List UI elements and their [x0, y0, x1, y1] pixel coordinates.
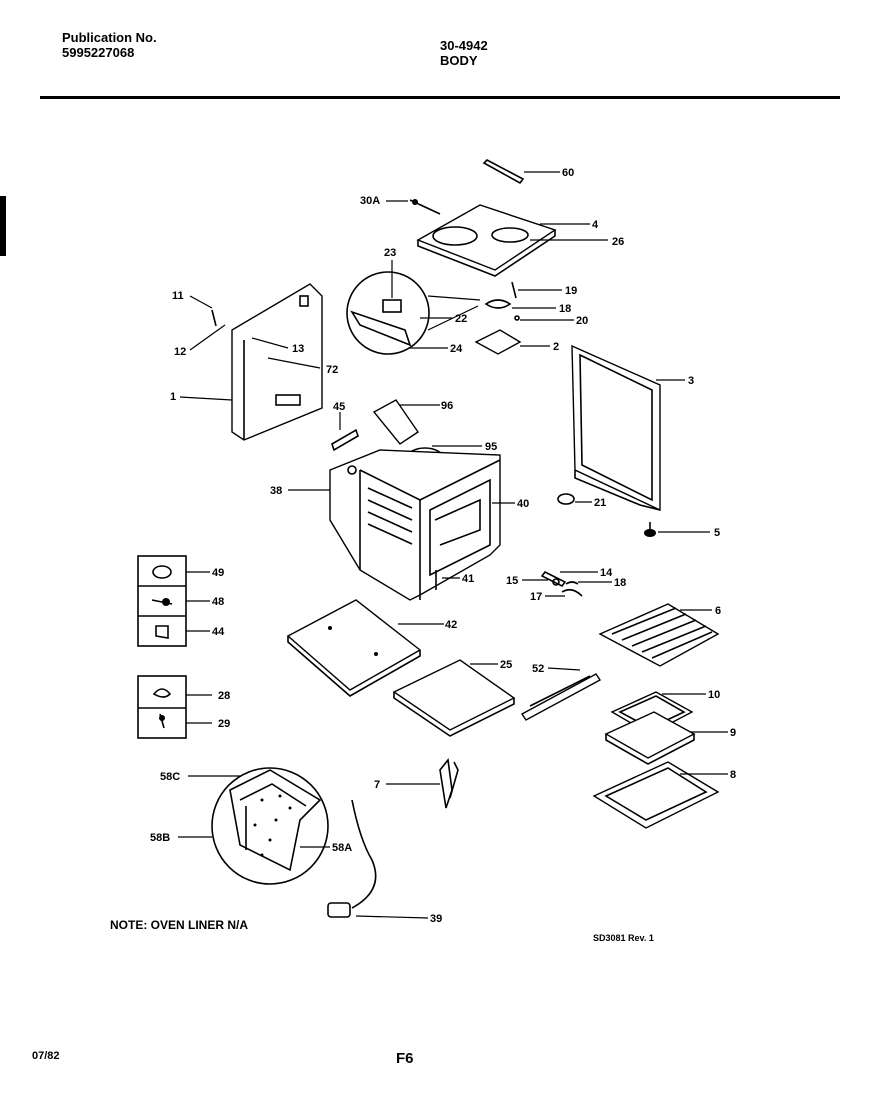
label-part-25: 25: [500, 659, 512, 671]
label-part-18: 18: [559, 303, 571, 315]
label-part-15: 15: [506, 575, 518, 587]
part-6-oven-rack-drawing: [598, 603, 720, 667]
label-part-52: 52: [532, 663, 544, 675]
section-title-block: 30-4942 BODY: [440, 38, 488, 68]
part-10-9-broiler-drawing: [604, 691, 728, 765]
label-part-3: 3: [688, 375, 694, 387]
label-part-60: 60: [562, 167, 574, 179]
label-part-6: 6: [715, 605, 721, 617]
hardware-box-28-29: [137, 675, 212, 739]
label-part-23: 23: [384, 247, 396, 259]
oven-liner-note: NOTE: OVEN LINER N/A: [110, 918, 249, 932]
label-part-29: 29: [218, 718, 230, 730]
label-part-20: 20: [576, 315, 588, 327]
footer-date: 07/82: [32, 1050, 60, 1062]
label-part-44: 44: [212, 626, 225, 638]
label-part-12: 12: [174, 346, 186, 358]
label-part-2: 2: [553, 341, 559, 353]
part-30A-drawing: [386, 199, 441, 215]
label-part-1: 1: [170, 391, 176, 403]
label-part-17: 17: [530, 591, 542, 603]
part-25-panel-drawing: [392, 659, 516, 737]
label-part-5: 5: [714, 527, 720, 539]
part-22-24-detail-drawing: [346, 260, 481, 355]
label-part-4: 4: [592, 219, 599, 231]
scan-edge-mark: [0, 196, 6, 256]
header-rule: [40, 96, 840, 99]
publication-block: Publication No. 5995227068: [62, 30, 157, 60]
label-part-95: 95: [485, 441, 497, 453]
label-part-19: 19: [565, 285, 577, 297]
label-part-58B: 58B: [150, 832, 170, 844]
label-part-8: 8: [730, 769, 736, 781]
part-1-back-panel-drawing: [179, 283, 323, 441]
label-part-22: 22: [455, 313, 467, 325]
section-code: 30-4942: [440, 38, 488, 53]
publication-label: Publication No.: [62, 30, 157, 45]
label-part-39: 39: [430, 913, 442, 925]
label-part-21: 21: [594, 497, 606, 509]
label-part-41: 41: [462, 573, 474, 585]
part-21-5-drawing: [557, 493, 710, 537]
drawing-reference: SD3081 Rev. 1: [593, 933, 654, 943]
label-part-49: 49: [212, 567, 224, 579]
part-60-drawing: [482, 159, 560, 185]
part-labels: 60 30A 4 26 23 19 18 20 22 24 2 11 12 13…: [150, 167, 736, 925]
label-part-40: 40: [517, 498, 529, 510]
label-part-11: 11: [172, 290, 184, 302]
section-name: BODY: [440, 53, 478, 68]
part-4-cooktop-drawing: [416, 204, 608, 277]
label-part-18b: 18: [614, 577, 626, 589]
label-part-96: 96: [441, 400, 453, 412]
part-42-bottom-panel-drawing: [286, 599, 444, 697]
label-part-30A: 30A: [360, 195, 380, 207]
label-part-9: 9: [730, 727, 736, 739]
part-58-insulation-detail-drawing: [178, 767, 330, 885]
part-7-drawing: [386, 758, 459, 809]
label-part-72: 72: [326, 364, 338, 376]
label-part-14: 14: [600, 567, 613, 579]
label-part-48: 48: [212, 596, 224, 608]
part-3-side-panel-drawing: [571, 344, 685, 512]
hardware-box-49-48-44: [137, 555, 210, 647]
part-39-power-cord-drawing: [327, 799, 429, 919]
part-52-rail-drawing: [520, 667, 602, 721]
label-part-26: 26: [612, 236, 624, 248]
publication-number: 5995227068: [62, 45, 135, 60]
label-part-58C: 58C: [160, 771, 180, 783]
label-part-24: 24: [450, 343, 463, 355]
label-part-28: 28: [218, 690, 230, 702]
label-part-42: 42: [445, 619, 457, 631]
page-number: F6: [396, 1050, 414, 1067]
label-part-13: 13: [292, 343, 304, 355]
label-part-7: 7: [374, 779, 380, 791]
label-part-10: 10: [708, 689, 720, 701]
part-38-40-cabinet-drawing: [288, 449, 515, 601]
label-part-58A: 58A: [332, 842, 352, 854]
part-8-frame-drawing: [592, 761, 728, 829]
label-part-38: 38: [270, 485, 282, 497]
part-18-20-2-drawing: [474, 281, 574, 355]
part-14-15-17-drawing: [522, 570, 612, 597]
label-part-45: 45: [333, 401, 345, 413]
